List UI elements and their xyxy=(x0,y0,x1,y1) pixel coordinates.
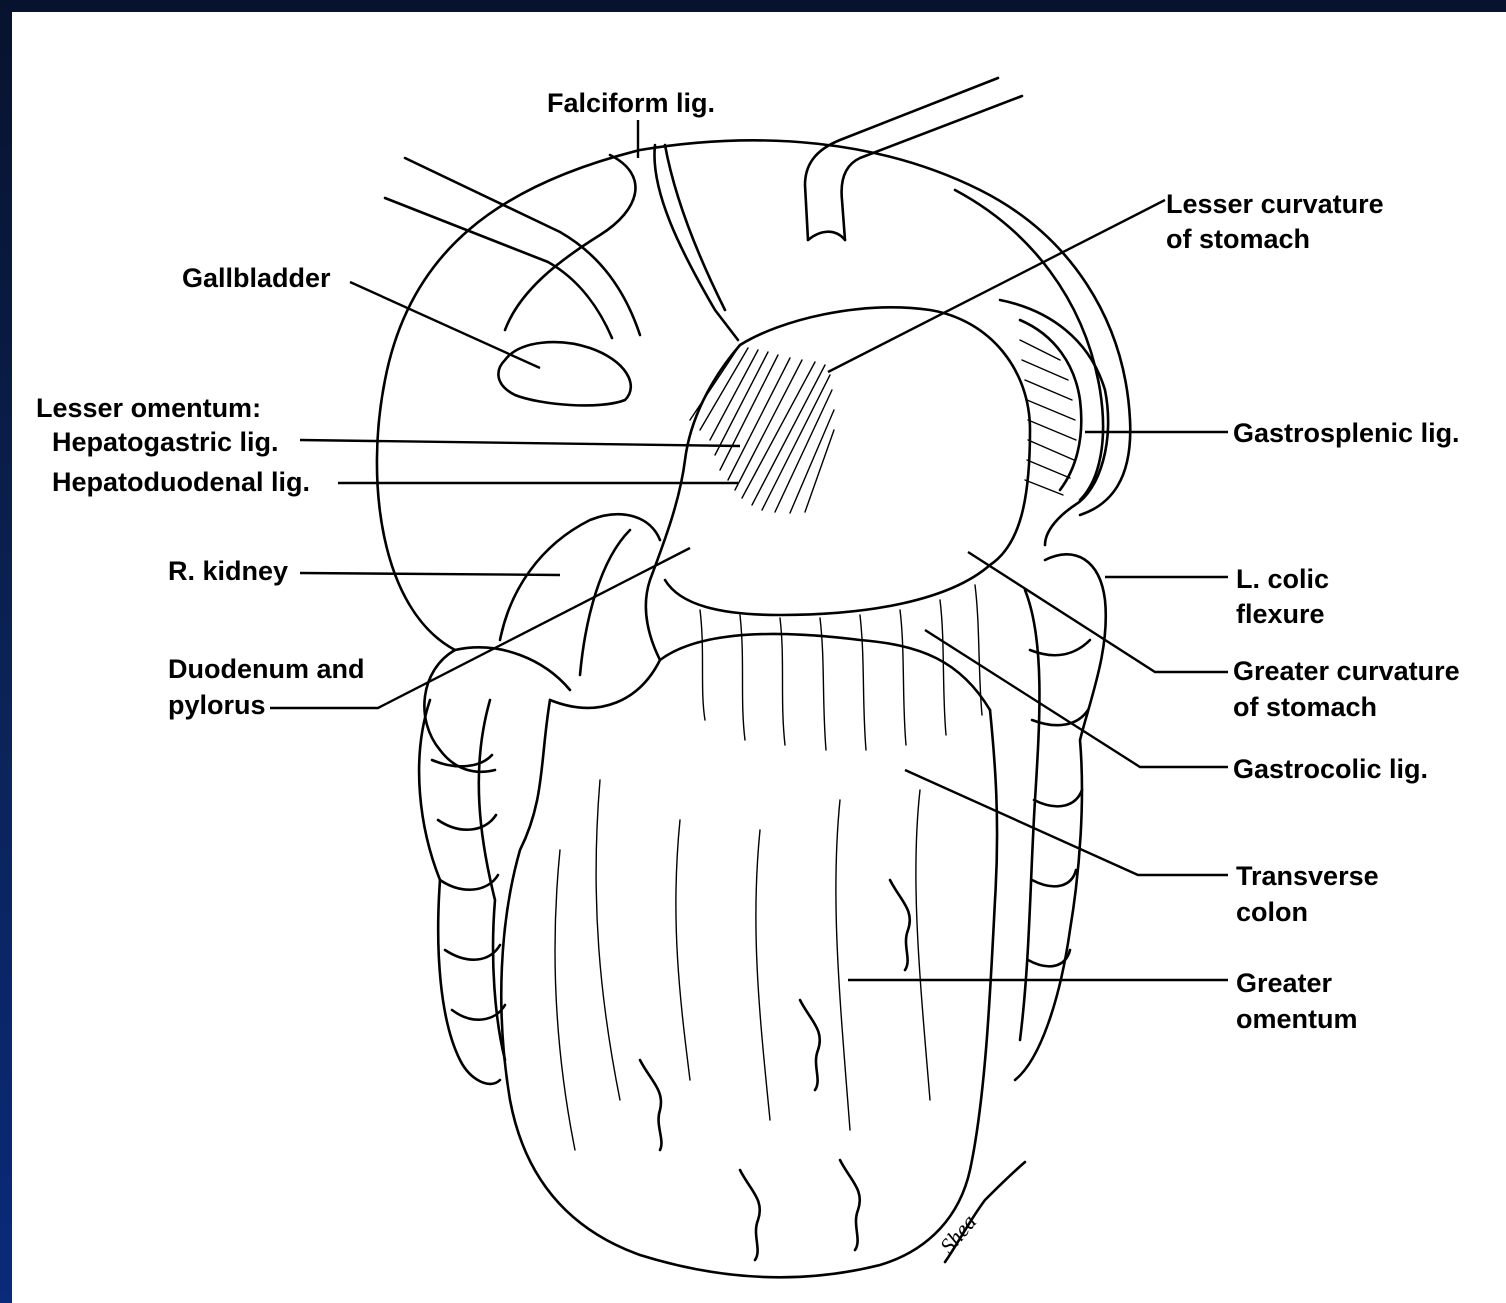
descending-colon-inner xyxy=(1020,590,1039,1040)
label-r-kidney: R. kidney xyxy=(168,556,288,586)
label-hepatoduodenal-lig: Hepatoduodenal lig. xyxy=(52,467,310,497)
label-greater-omentum-line2: omentum xyxy=(1236,1004,1358,1034)
label-transverse-colon-line2: colon xyxy=(1236,897,1308,927)
l-colic-flexure xyxy=(1015,554,1106,1080)
label-lesser-curvature-line1: Lesser curvature xyxy=(1166,189,1384,219)
lesser-omentum-fan xyxy=(690,345,834,513)
label-transverse-colon-line1: Transverse xyxy=(1236,861,1379,891)
duodenum-outline xyxy=(424,650,495,772)
falciform-ligament-2 xyxy=(665,145,725,310)
left-retractor-1 xyxy=(405,158,640,335)
label-gastrosplenic-lig: Gastrosplenic lig. xyxy=(1233,418,1460,448)
label-greater-curvature-line2: of stomach xyxy=(1233,692,1377,722)
greater-omentum-top xyxy=(550,634,990,710)
label-duodenum-line2: pylorus xyxy=(168,690,266,720)
stomach-outline xyxy=(665,307,1030,615)
right-retractor-2 xyxy=(842,96,1022,240)
label-lesser-curvature-line2: of stomach xyxy=(1166,224,1310,254)
transverse-colon xyxy=(455,647,570,690)
label-hepatogastric-lig: Hepatogastric lig. xyxy=(52,427,279,457)
label-greater-omentum-line1: Greater xyxy=(1236,968,1333,998)
liver-inner-left xyxy=(505,155,635,330)
omentum-folds xyxy=(555,780,930,1260)
retractor-tip-right xyxy=(808,232,845,240)
leader-lines xyxy=(270,120,1228,980)
label-gastrocolic-lig: Gastrocolic lig. xyxy=(1233,754,1428,784)
label-gallbladder: Gallbladder xyxy=(182,263,331,293)
r-kidney-outline xyxy=(500,514,660,640)
duodenal-line xyxy=(580,530,630,675)
label-duodenum-line1: Duodenum and xyxy=(168,654,365,684)
left-retractor-2 xyxy=(385,198,612,338)
label-greater-curvature-line1: Greater curvature xyxy=(1233,656,1460,686)
label-l-colic-line1: L. colic xyxy=(1236,564,1329,594)
stomach-lesser-curve xyxy=(646,345,740,660)
greater-omentum-outline xyxy=(501,700,997,1277)
gallbladder-shape xyxy=(498,342,630,405)
gastrocolic-striations xyxy=(700,585,982,750)
label-l-colic-line2: flexure xyxy=(1236,599,1325,629)
spleen-outline xyxy=(1000,300,1108,545)
label-falciform-lig: Falciform lig. xyxy=(547,88,715,118)
label-lesser-omentum: Lesser omentum: xyxy=(36,393,261,423)
